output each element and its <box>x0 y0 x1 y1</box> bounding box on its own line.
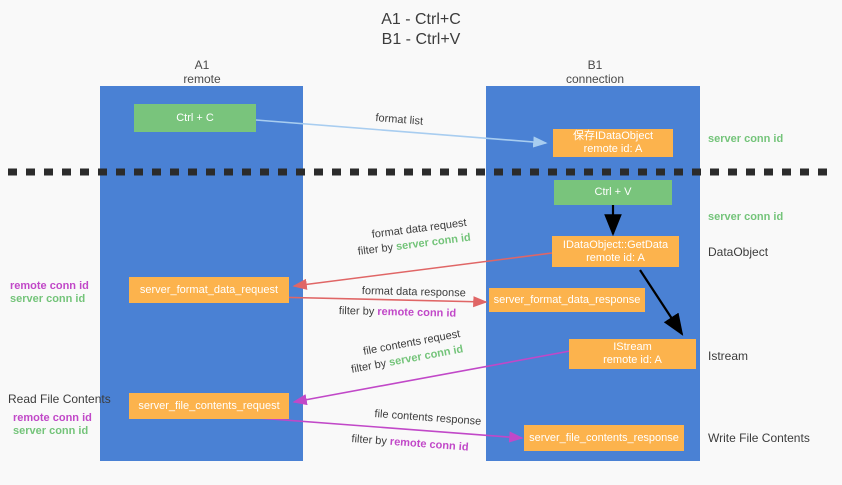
label-remote-conn-id-lower: remote conn id <box>13 412 92 424</box>
column-header-b1: B1 connection <box>510 58 680 86</box>
box-server-format-data-response[interactable]: server_format_data_response <box>489 288 645 312</box>
column-b1-sub: connection <box>565 72 625 86</box>
box-store-idataobject-line1: 保存IDataObject <box>572 130 654 142</box>
title-line-1: A1 - Ctrl+C <box>381 11 461 28</box>
label-server-conn-id-mid: server conn id <box>708 211 784 223</box>
diagram-title: A1 - Ctrl+C B1 - Ctrl+V <box>0 10 842 50</box>
annot-file-contents-response-filter: filter by remote conn id <box>351 432 469 456</box>
box-getdata-line1: IDataObject::GetData <box>562 238 669 251</box>
box-store-idataobject-line2: remote id: A <box>583 143 643 155</box>
label-dataobject: DataObject <box>708 245 769 259</box>
annot-fdresp-filter-pre: filter by <box>338 304 378 318</box>
box-getdata-line2: remote id: A <box>586 251 645 264</box>
column-a1-name: A1 <box>194 58 210 72</box>
box-istream-line2: remote id: A <box>603 354 662 366</box>
column-header-a1: A1 remote <box>117 58 287 86</box>
label-server-conn-id-upper: server conn id <box>10 293 86 305</box>
title-line-2: B1 - Ctrl+V <box>381 31 461 48</box>
annot-format-data-response: format data response <box>361 284 466 300</box>
box-istream[interactable]: IStream remote id: A <box>569 339 696 369</box>
box-ctrl-v[interactable]: Ctrl + V <box>554 180 672 205</box>
column-b1-name: B1 <box>587 58 603 72</box>
column-a1-sub: remote <box>183 72 221 86</box>
label-write-file-contents: Write File Contents <box>708 431 810 445</box>
box-server-format-data-request[interactable]: server_format_data_request <box>129 277 289 303</box>
label-read-file-contents: Read File Contents <box>8 392 111 406</box>
box-server-file-contents-request[interactable]: server_file_contents_request <box>129 393 289 419</box>
label-remote-conn-id-upper: remote conn id <box>10 280 89 292</box>
box-idataobject-getdata[interactable]: IDataObject::GetData remote id: A <box>552 236 679 267</box>
annot-fcresp-filter-value: remote conn id <box>389 435 469 454</box>
box-istream-line1: IStream <box>613 341 652 353</box>
label-istream: Istream <box>708 349 749 363</box>
box-server-file-contents-response[interactable]: server_file_contents_response <box>524 425 684 451</box>
annot-file-contents-response: file contents response <box>374 407 482 428</box>
annot-fdresp-filter-value: remote conn id <box>377 305 457 320</box>
box-ctrl-c[interactable]: Ctrl + C <box>134 104 256 132</box>
annot-fcreq-filter-pre: filter by <box>350 356 391 376</box>
label-server-conn-id-lower: server conn id <box>13 425 89 437</box>
annot-fcresp-filter-pre: filter by <box>351 432 391 448</box>
annot-fdreq-filter-pre: filter by <box>357 241 397 258</box>
annot-format-data-response-filter: filter by remote conn id <box>339 304 457 322</box>
label-server-conn-id-top: server conn id <box>708 133 784 145</box>
box-store-idataobject[interactable]: 保存IDataObject remote id: A <box>553 129 673 157</box>
annot-format-list: format list <box>374 111 424 128</box>
